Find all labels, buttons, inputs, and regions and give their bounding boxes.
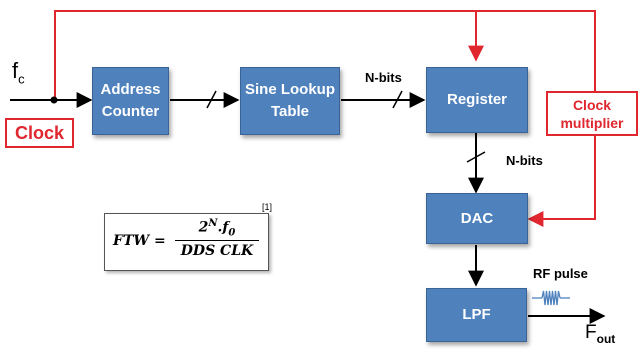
ftw-formula-box: FTW = 2N.f0 DDS CLK xyxy=(104,213,269,271)
clock-label-box: Clock xyxy=(5,118,74,148)
formula-lhs: FTW = xyxy=(113,233,166,249)
formula-denominator: DDS CLK xyxy=(180,243,254,260)
clock-feed-line xyxy=(54,10,484,100)
clock-multiplier-feed-line xyxy=(476,10,596,91)
sine-lookup-table-block: Sine Lookup Table xyxy=(240,67,340,135)
lut-bus-width-label: N-bits xyxy=(365,70,402,85)
formula-reference: [1] xyxy=(262,202,273,212)
formula-fraction: 2N.f0 DDS CLK xyxy=(175,218,259,259)
lpf-block: LPF xyxy=(426,288,527,342)
output-frequency-label: Fout xyxy=(585,322,616,346)
dac-block: DAC xyxy=(426,193,528,244)
address-counter-block: Address Counter xyxy=(92,67,169,135)
clock-multiplier-to-dac-line xyxy=(527,135,596,227)
rf-pulse-icon xyxy=(532,290,570,306)
register-bus-slash xyxy=(466,151,486,163)
clock-junction-dot xyxy=(50,96,58,104)
lut-bus-slash xyxy=(392,90,403,109)
counter-bus-slash xyxy=(206,90,217,109)
clock-frequency-label: fc xyxy=(12,58,25,87)
rf-pulse-label: RF pulse xyxy=(533,266,588,281)
formula-numerator: 2N.f0 xyxy=(175,218,259,242)
register-bus-width-label: N-bits xyxy=(506,153,543,168)
register-block: Register xyxy=(426,67,528,133)
clock-multiplier-box: Clock multiplier xyxy=(546,91,638,136)
